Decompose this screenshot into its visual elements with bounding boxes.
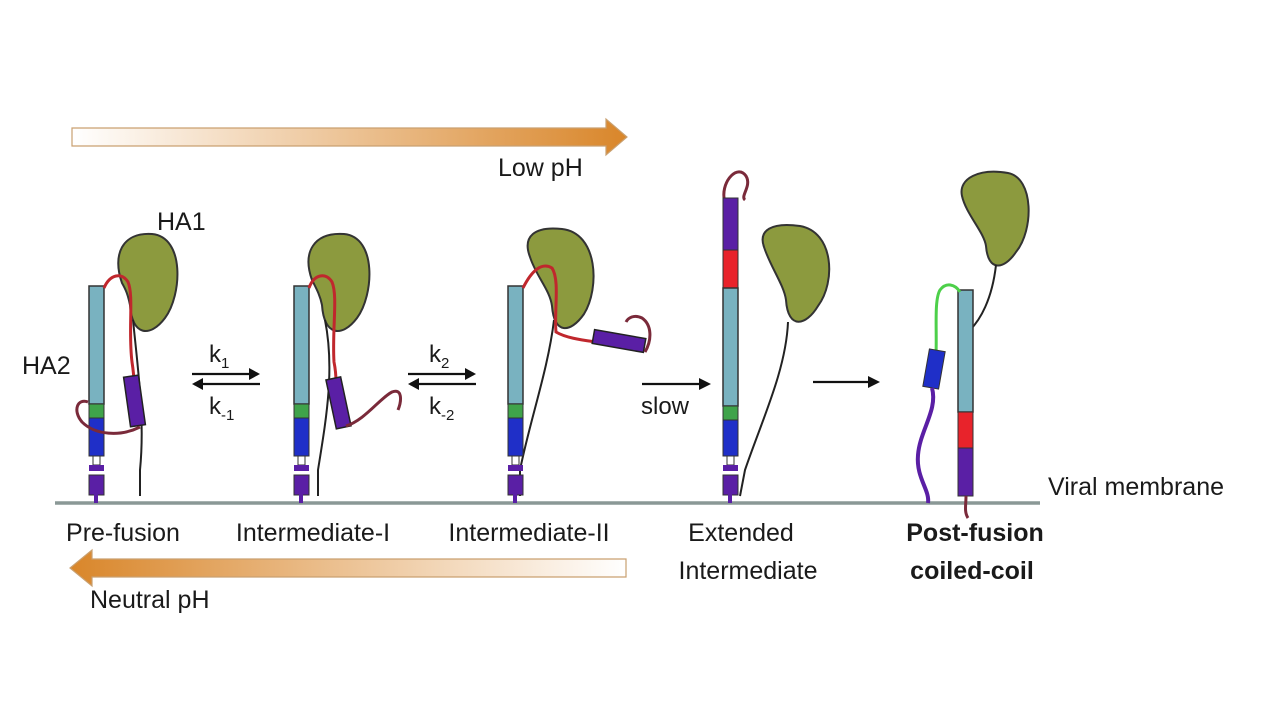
transmembrane-domain — [293, 474, 310, 496]
k1-label: k1 — [209, 341, 229, 372]
blue-segment — [293, 417, 310, 457]
ha2-label: HA2 — [22, 352, 71, 380]
ha1-tether — [519, 319, 555, 496]
stage-label-extended-line1: Extended — [688, 519, 794, 547]
neutral-ph-label: Neutral pH — [90, 586, 210, 614]
ha1-head — [526, 227, 595, 330]
ha1-head — [960, 170, 1030, 267]
fusion-peptide — [345, 389, 402, 428]
stage-label-pre-fusion: Pre-fusion — [66, 519, 180, 547]
post-fusion-structure — [915, 170, 1030, 519]
red-linker — [521, 264, 597, 344]
slow-label: slow — [641, 393, 690, 420]
fusion-loop-segment — [722, 249, 739, 289]
red-linker — [102, 274, 136, 385]
central-helix — [957, 289, 974, 413]
green-linker — [934, 283, 962, 355]
viral-membrane-label: Viral membrane — [1048, 473, 1224, 501]
transmembrane-domain — [88, 474, 105, 496]
ha1-head — [761, 224, 831, 323]
fusion-loop-segment — [957, 411, 974, 449]
fusion-peptide — [75, 399, 141, 435]
short-helix — [591, 328, 647, 354]
k2-equilibrium-arrows — [408, 368, 476, 390]
stage-label-intermediate-1: Intermediate-I — [236, 519, 390, 547]
green-segment — [88, 403, 105, 419]
ha1-head — [117, 232, 179, 333]
central-helix — [293, 285, 310, 405]
blue-segment — [922, 348, 946, 390]
slow-arrow — [642, 378, 711, 390]
blue-segment — [88, 417, 105, 457]
transmembrane-domain — [507, 474, 524, 496]
stage-label-extended-line2: Intermediate — [679, 557, 818, 585]
k1-equilibrium-arrows — [192, 368, 260, 390]
ha1-label: HA1 — [157, 208, 206, 236]
k-2-label: k-2 — [429, 393, 454, 424]
stage-label-post-fusion-line2: coiled-coil — [910, 557, 1034, 585]
red-linker — [307, 274, 338, 383]
central-helix — [88, 285, 105, 405]
neutral-ph-arrow — [69, 548, 627, 588]
stage-label-post-fusion-line1: Post-fusion — [906, 519, 1044, 547]
low-ph-arrow — [71, 117, 628, 157]
fusion-peptide — [624, 314, 652, 353]
blue-segment — [722, 419, 739, 457]
k2-label: k2 — [429, 341, 449, 372]
extended-intermediate-structure — [722, 170, 831, 503]
central-helix — [722, 287, 739, 407]
central-helix — [507, 285, 524, 405]
k-1-label: k-1 — [209, 393, 234, 424]
ha1-tether — [969, 264, 997, 331]
progress-arrow — [813, 376, 880, 388]
ha1-tether — [739, 321, 789, 497]
green-segment — [722, 405, 739, 421]
stage-label-intermediate-2: Intermediate-II — [448, 519, 609, 547]
fusion-peptide — [964, 495, 970, 519]
short-helix — [122, 374, 147, 428]
intermediate-1-structure — [293, 232, 402, 503]
green-segment — [507, 403, 524, 419]
purple-segment — [957, 447, 974, 497]
low-ph-label: Low pH — [498, 154, 583, 182]
fusion-peptide — [722, 170, 750, 202]
ha1-tether — [317, 319, 331, 496]
ha1-head — [307, 232, 371, 333]
intermediate-2-structure — [507, 227, 652, 503]
blue-segment — [507, 417, 524, 457]
transmembrane-domain — [722, 474, 739, 496]
short-helix — [325, 375, 352, 430]
transmembrane-tail — [915, 387, 936, 504]
purple-segment — [722, 197, 739, 251]
pre-fusion-structure — [75, 232, 179, 503]
green-segment — [293, 403, 310, 419]
